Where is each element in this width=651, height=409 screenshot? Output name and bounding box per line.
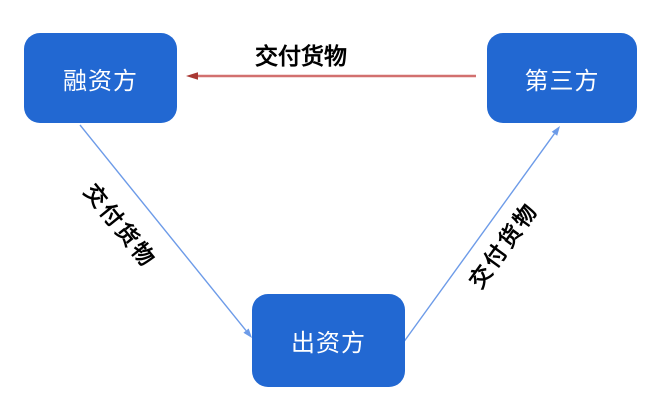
arrow-financing-party-to-funding-party-line (79, 124, 247, 332)
node-third-party: 第三方 (487, 33, 637, 123)
arrow-funding-party-to-third-party-head (551, 126, 560, 136)
node-funding-party: 出资方 (252, 294, 405, 387)
arrow-third-party-to-financing-party-head (186, 72, 198, 80)
edge-label-deliver-goods-top: 交付货物 (255, 44, 347, 70)
node-financing-party: 融资方 (24, 33, 177, 123)
arrow-funding-party-to-third-party-line (402, 133, 555, 344)
arrow-financing-party-to-funding-party-head (243, 328, 252, 338)
